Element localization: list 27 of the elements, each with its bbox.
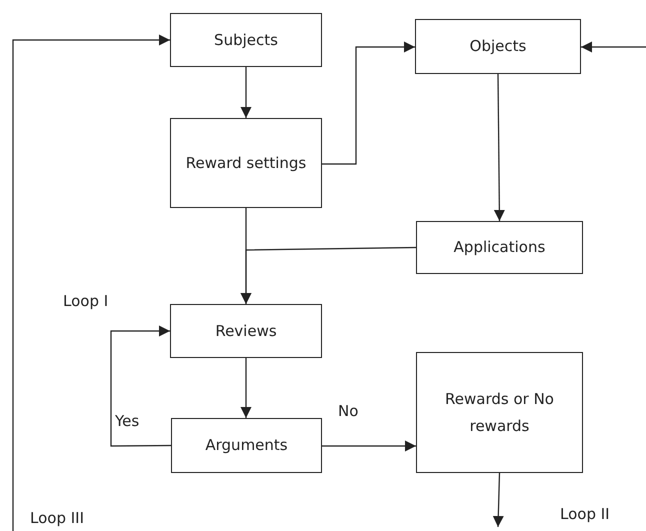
box-label: Rewards or No rewards [444, 389, 555, 436]
arrow [240, 67, 252, 118]
loop-label: Loop II [560, 504, 610, 525]
process-box [170, 304, 322, 358]
arrow [240, 246, 416, 304]
box-label: Objects [470, 36, 526, 58]
arrow [240, 358, 252, 418]
arrow [581, 42, 646, 52]
process-box [171, 418, 322, 473]
arrow [110, 326, 171, 447]
process-box [416, 352, 583, 473]
arrow [492, 472, 504, 528]
arrow [322, 440, 416, 452]
box-label: Subjects [214, 30, 278, 51]
process-box [170, 13, 322, 67]
arrow [494, 74, 505, 221]
box-label: Applications [454, 237, 546, 258]
arrow [322, 42, 415, 165]
loop-label: Loop I [63, 291, 108, 312]
box-label: Arguments [205, 435, 288, 456]
process-box [416, 221, 583, 274]
process-box [170, 118, 322, 208]
arrow [12, 34, 170, 531]
process-box [415, 19, 581, 74]
box-label: Reward settings [186, 152, 306, 174]
loop-label: Loop III [30, 508, 84, 529]
box-label: Reviews [215, 320, 277, 342]
